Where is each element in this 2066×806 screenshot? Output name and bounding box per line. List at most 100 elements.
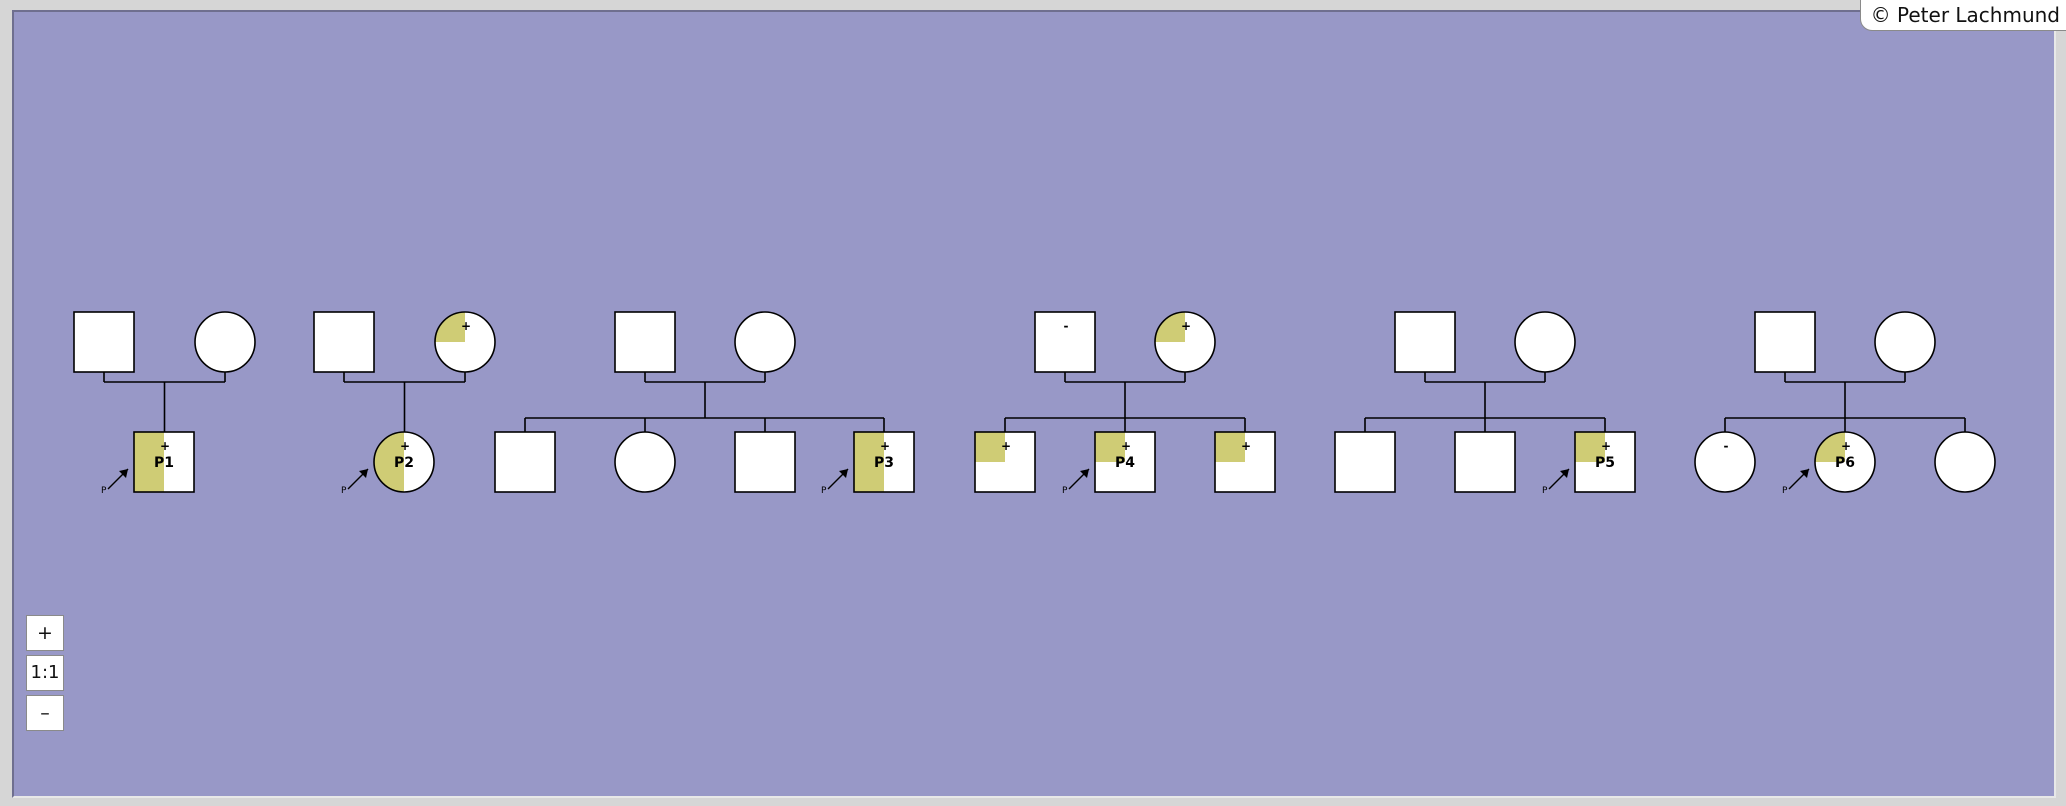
affected-left-half [134, 432, 164, 492]
test-mark: + [160, 439, 170, 453]
individual-male[interactable] [313, 311, 375, 373]
test-mark: - [1064, 319, 1069, 333]
symbol-outline [734, 431, 796, 493]
male-square [1035, 312, 1095, 372]
symbol-outline [1214, 431, 1276, 493]
symbol-outline [1754, 311, 1816, 373]
test-mark: + [880, 439, 890, 453]
individual-label: P6 [1835, 455, 1855, 471]
symbol-outline [1394, 311, 1456, 373]
female-circle [1935, 432, 1995, 492]
test-mark: + [400, 439, 410, 453]
zoom-out-button[interactable]: – [26, 695, 64, 731]
individual-label: P1 [154, 455, 174, 471]
individual-male[interactable] [1394, 311, 1456, 373]
symbol-outline [1154, 311, 1216, 373]
affected-top-left-quarter [1215, 432, 1245, 462]
female-circle [195, 312, 255, 372]
affected-top-left-quarter [1815, 432, 1845, 462]
symbol-outline [1694, 431, 1756, 493]
test-mark: + [1601, 439, 1611, 453]
individual-male-p1[interactable]: + P1P [101, 431, 195, 496]
individual-male[interactable] [614, 311, 676, 373]
female-circle [735, 312, 795, 372]
individual-male[interactable] [1754, 311, 1816, 373]
proband-marker: P [821, 486, 827, 496]
male-square [314, 312, 374, 372]
individual-male-p4[interactable]: + P4P [1062, 431, 1156, 496]
male-square [615, 312, 675, 372]
individual-male[interactable] [1454, 431, 1516, 493]
proband-arrow-head [1560, 469, 1569, 478]
female-circle [1875, 312, 1935, 372]
proband-arrow-head [359, 469, 368, 478]
individual-female[interactable]: - [1694, 431, 1756, 493]
individual-label: P4 [1115, 455, 1135, 471]
affected-left-half [854, 432, 884, 492]
individual-male-p3[interactable]: +P3P [821, 431, 915, 496]
proband-arrow-head [1080, 469, 1089, 478]
proband-marker: P [341, 486, 347, 496]
female-circle [1695, 432, 1755, 492]
female-circle [615, 432, 675, 492]
copyright-credit: © Peter Lachmund [1859, 0, 2066, 31]
individual-male-p5[interactable]: + P5P [1542, 431, 1636, 496]
symbol-outline [133, 431, 195, 493]
test-mark: + [1241, 439, 1251, 453]
individual-male[interactable]: - [1034, 311, 1096, 373]
male-square [735, 432, 795, 492]
male-square [495, 432, 555, 492]
female-circle [1515, 312, 1575, 372]
symbol-outline [1514, 311, 1576, 373]
symbol-outline [313, 311, 375, 373]
individual-male[interactable] [1334, 431, 1396, 493]
proband-marker: P [1782, 486, 1788, 496]
test-mark: + [1001, 439, 1011, 453]
affected-top-left-quarter [435, 312, 465, 342]
symbol-outline [494, 431, 556, 493]
proband-arrow-head [119, 469, 128, 478]
proband-arrow-head [839, 469, 848, 478]
symbol-outline [1454, 431, 1516, 493]
symbol-outline [974, 431, 1036, 493]
test-mark: + [1181, 319, 1191, 333]
test-mark: - [1724, 439, 1729, 453]
symbol-outline [1094, 431, 1156, 493]
individual-male[interactable] [494, 431, 556, 493]
individual-male[interactable] [734, 431, 796, 493]
individual-female[interactable] [1514, 311, 1576, 373]
individual-male[interactable] [73, 311, 135, 373]
individual-male[interactable]: + [974, 431, 1036, 493]
proband-arrow-head [1800, 469, 1809, 478]
zoom-reset-button[interactable]: 1:1 [26, 655, 64, 691]
individual-female[interactable] [1934, 431, 1996, 493]
individual-female[interactable]: + [1154, 311, 1216, 373]
individual-female-p6[interactable]: + P6P [1782, 431, 1876, 496]
zoom-in-button[interactable]: + [26, 615, 64, 651]
individual-female[interactable] [1874, 311, 1936, 373]
individual-label: P2 [394, 455, 414, 471]
individual-female[interactable]: + [434, 311, 496, 373]
symbol-outline [73, 311, 135, 373]
pedigree-canvas[interactable] [12, 10, 2056, 798]
proband-marker: P [1062, 486, 1068, 496]
male-square [1395, 312, 1455, 372]
test-mark: + [461, 319, 471, 333]
individual-label: P5 [1595, 455, 1615, 471]
proband-marker: P [1542, 486, 1548, 496]
affected-top-left-quarter [1155, 312, 1185, 342]
individual-female[interactable] [194, 311, 256, 373]
symbol-outline [1574, 431, 1636, 493]
male-square [1335, 432, 1395, 492]
male-square [1755, 312, 1815, 372]
individual-male[interactable]: + [1214, 431, 1276, 493]
test-mark: + [1121, 439, 1131, 453]
proband-marker: P [101, 486, 107, 496]
symbol-outline [614, 431, 676, 493]
symbol-outline [194, 311, 256, 373]
individual-female[interactable] [614, 431, 676, 493]
individual-female[interactable] [734, 311, 796, 373]
individual-female-p2[interactable]: + P2P [341, 431, 435, 496]
test-mark: + [1841, 439, 1851, 453]
